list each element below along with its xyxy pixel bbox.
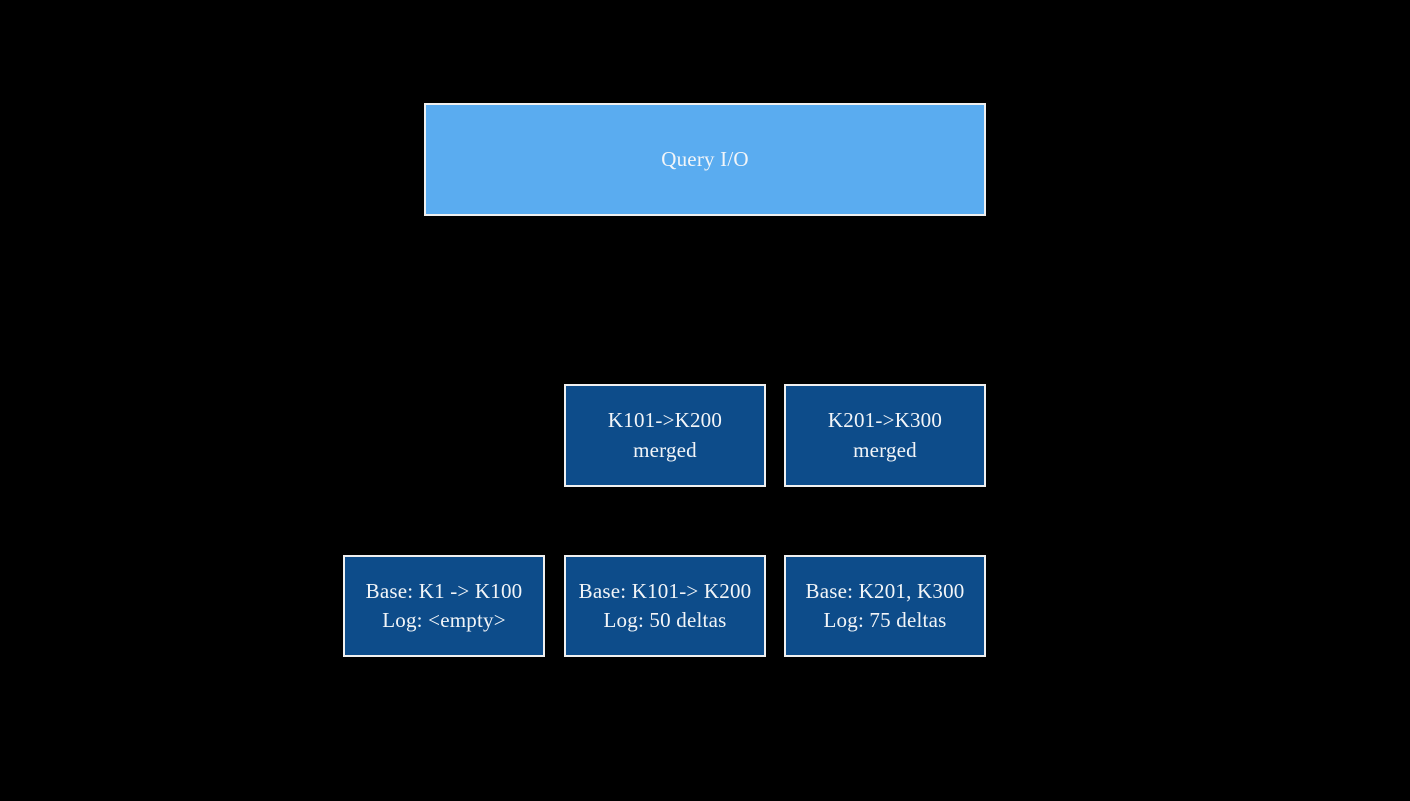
base-segment-log: Log: <empty> (382, 608, 506, 632)
merged-segment-status: merged (633, 437, 697, 462)
base-segment-box-2: Base: K101-> K200 Log: 50 deltas (564, 555, 766, 657)
base-segment-log: Log: 75 deltas (823, 608, 947, 632)
merged-segment-status: merged (853, 437, 917, 462)
merged-segment-range: K101->K200 (607, 408, 723, 433)
merged-segment-box-2: K201->K300 merged (784, 384, 986, 487)
query-io-box: Query I/O (424, 103, 986, 216)
merged-segment-range: K201->K300 (827, 408, 943, 433)
base-segment-log: Log: 50 deltas (603, 608, 727, 632)
query-io-label: Query I/O (661, 146, 749, 171)
base-segment-range: Base: K1 -> K100 (365, 578, 523, 603)
base-segment-range: Base: K101-> K200 (578, 578, 752, 603)
base-segment-range: Base: K201, K300 (805, 578, 965, 603)
base-segment-box-1: Base: K1 -> K100 Log: <empty> (343, 555, 545, 657)
base-segment-box-3: Base: K201, K300 Log: 75 deltas (784, 555, 986, 657)
merged-segment-box-1: K101->K200 merged (564, 384, 766, 487)
